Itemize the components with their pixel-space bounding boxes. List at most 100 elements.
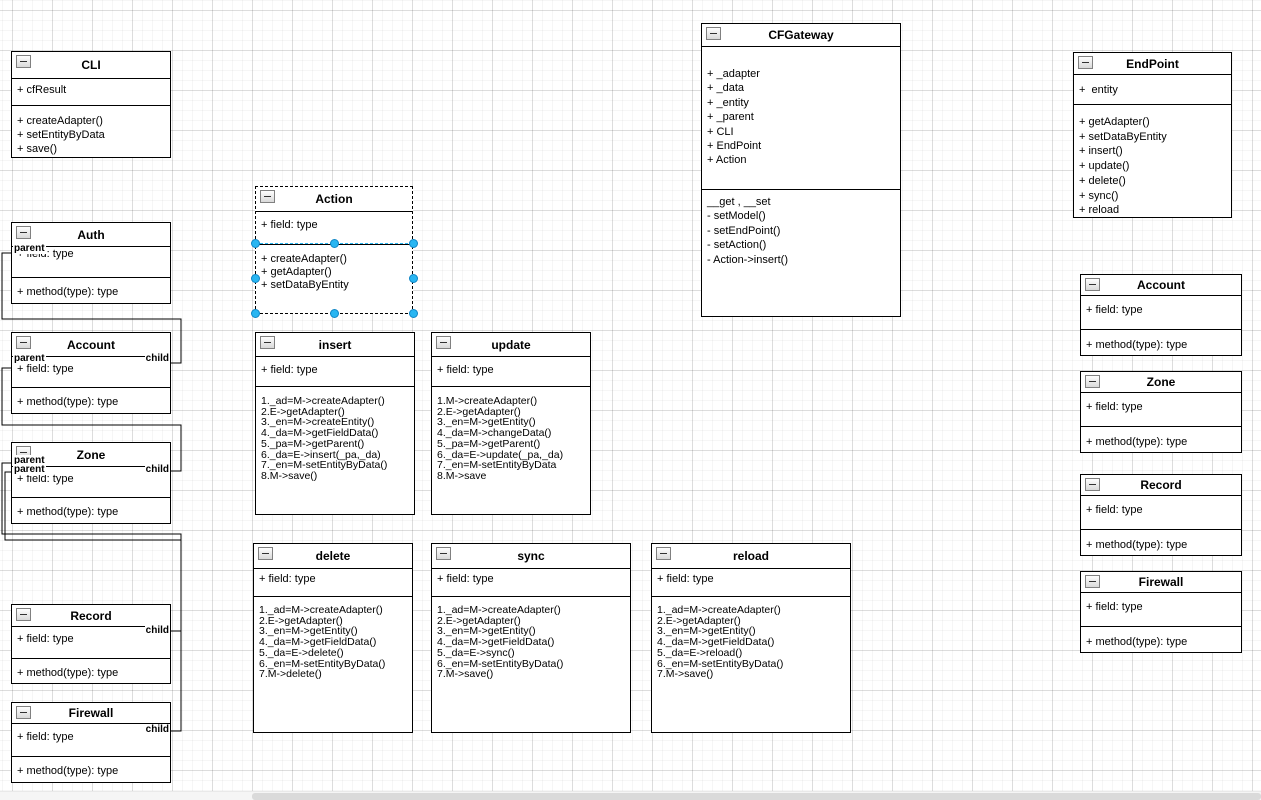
- member-line: + delete(): [1079, 174, 1126, 187]
- member-line: + method(type): type: [17, 667, 119, 679]
- member-line: 4._da=M->getFieldData(): [437, 636, 555, 649]
- methods-compartment: + method(type): type: [1081, 529, 1241, 555]
- collapse-icon[interactable]: [260, 336, 275, 349]
- collapse-icon[interactable]: [16, 336, 31, 349]
- selection-handle[interactable]: [250, 308, 260, 318]
- minus-glyph: [264, 196, 271, 197]
- minus-glyph: [20, 712, 27, 713]
- class-node-account-right[interactable]: Account+ field: type+ method(type): type: [1080, 274, 1242, 356]
- methods-compartment: 1._ad=M->createAdapter()2.E->getAdapter(…: [256, 386, 414, 514]
- class-title-bar: insert: [256, 333, 414, 356]
- member-line: + field: type: [261, 219, 318, 231]
- selection-handle[interactable]: [250, 273, 260, 283]
- member-line: + save(): [17, 143, 58, 155]
- member-line: + method(type): type: [1086, 539, 1188, 551]
- collapse-icon[interactable]: [706, 27, 721, 40]
- member-line: 7.M->delete(): [259, 668, 322, 681]
- methods-compartment: + method(type): type: [12, 658, 170, 683]
- class-title: Record: [70, 608, 112, 623]
- member-line: + method(type): type: [1086, 636, 1188, 648]
- fields-compartment: + _adapter+ _data+ _entity+ _parent+ CLI…: [702, 46, 900, 189]
- minus-glyph: [440, 553, 447, 554]
- member-line: 5._pa=M->getParent(): [437, 437, 541, 450]
- member-line: + sync(): [1079, 189, 1119, 202]
- collapse-icon[interactable]: [16, 226, 31, 239]
- class-node-firewall-left[interactable]: Firewall+ field: type+ method(type): typ…: [11, 702, 171, 783]
- class-node-zone-right[interactable]: Zone + field: type + method(type): type: [1080, 371, 1242, 453]
- minus-glyph: [660, 553, 667, 554]
- fields-compartment: + field: type: [1081, 392, 1241, 426]
- edge-zone-to-firewall[interactable]: [4, 471, 182, 732]
- edge-zone-to-record[interactable]: [1, 462, 182, 632]
- fields-compartment: + cfResult: [12, 78, 170, 105]
- class-node-endpoint[interactable]: EndPoint+ entity+ getAdapter()+ setDataB…: [1073, 52, 1232, 218]
- selection-handle[interactable]: [408, 308, 418, 318]
- member-line: + _adapter: [707, 68, 760, 80]
- member-line: 7.M->save(): [437, 668, 494, 681]
- horizontal-scrollbar[interactable]: [0, 791, 1261, 800]
- class-title-bar: Firewall: [12, 703, 170, 723]
- member-line: 5._da=E->reload(): [657, 646, 743, 659]
- fields-compartment: + field: type: [432, 568, 630, 596]
- collapse-icon[interactable]: [1085, 575, 1100, 588]
- minus-glyph: [20, 452, 27, 453]
- collapse-icon[interactable]: [1078, 56, 1093, 69]
- collapse-icon[interactable]: [1085, 478, 1100, 491]
- member-line: + field: type: [1086, 401, 1143, 413]
- collapse-icon[interactable]: [436, 336, 451, 349]
- collapse-icon[interactable]: [1085, 278, 1100, 291]
- member-line: + getAdapter(): [261, 266, 332, 278]
- collapse-icon[interactable]: [258, 547, 273, 560]
- class-node-action[interactable]: Action+ field: type+ createAdapter()+ ge…: [255, 186, 413, 314]
- methods-compartment: + createAdapter()+ setEntityByData+ save…: [12, 105, 170, 157]
- edge-account-to-zone[interactable]: [1, 367, 182, 472]
- selection-handle[interactable]: [329, 238, 339, 248]
- selection-handle[interactable]: [408, 273, 418, 283]
- collapse-icon[interactable]: [16, 55, 31, 68]
- collapse-icon[interactable]: [16, 608, 31, 621]
- edge-label-parent: parent: [13, 243, 46, 254]
- member-line: 8.M->save(): [261, 469, 318, 482]
- class-title: reload: [732, 549, 769, 563]
- class-title: Account: [1137, 278, 1185, 292]
- fields-compartment: + field: type: [1081, 592, 1241, 626]
- member-line: 7.M->save(): [657, 668, 714, 681]
- selection-handle[interactable]: [408, 238, 418, 248]
- class-node-cli[interactable]: CLI+ cfResult+ createAdapter()+ setEntit…: [11, 51, 171, 158]
- member-line: 2.E->getAdapter(): [437, 614, 521, 627]
- methods-compartment: + getAdapter()+ setDataByEntity+ insert(…: [1074, 104, 1231, 217]
- member-line: 1._ad=M->createAdapter(): [259, 604, 383, 616]
- member-line: + createAdapter(): [17, 115, 103, 127]
- collapse-icon[interactable]: [260, 190, 275, 203]
- member-line: 4._da=M->getFieldData(): [657, 636, 775, 649]
- member-line: + EndPoint: [707, 140, 762, 153]
- class-node-record-right[interactable]: Record+ field: type+ method(type): type: [1080, 474, 1242, 556]
- collapse-icon[interactable]: [656, 547, 671, 560]
- selection-handle[interactable]: [329, 308, 339, 318]
- class-title-bar: Zone: [1081, 372, 1241, 392]
- fields-compartment: + field: type: [652, 568, 850, 596]
- collapse-icon[interactable]: [1085, 375, 1100, 388]
- class-node-cfgateway[interactable]: CFGateway+ _adapter+ _data+ _entity+ _pa…: [701, 23, 901, 317]
- member-line: - setEndPoint(): [707, 224, 781, 237]
- edge-auth-to-account[interactable]: [1, 252, 182, 364]
- member-line: + field: type: [17, 473, 74, 485]
- scrollbar-thumb[interactable]: [252, 793, 1261, 800]
- class-node-account-left[interactable]: Account+ field: type+ method(type): type…: [11, 332, 171, 414]
- fields-compartment: + field: type: [12, 723, 170, 756]
- collapse-icon[interactable]: [436, 547, 451, 560]
- member-line: 1.M->createAdapter(): [437, 395, 538, 407]
- collapse-icon[interactable]: [16, 706, 31, 719]
- class-node-firewall-right[interactable]: Firewall+ field: type+ method(type): typ…: [1080, 571, 1242, 653]
- member-line: + method(type): type: [1086, 436, 1188, 448]
- selection-handle[interactable]: [250, 238, 260, 248]
